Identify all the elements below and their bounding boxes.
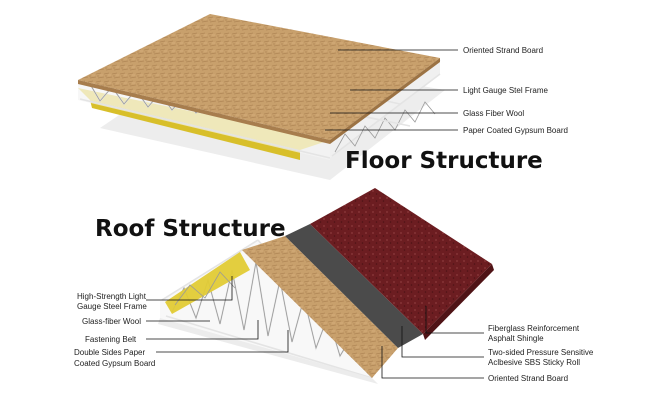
roof-leaders: [146, 276, 484, 379]
roof-structure-title: Roof Structure: [95, 216, 286, 242]
floor-leaders: [325, 49, 458, 131]
label-osb-roof: Oriented Strand Board: [488, 374, 568, 383]
roof-panel: [158, 188, 494, 384]
label-paper-coated-gypsum-board: Paper Coated Gypsum Board: [463, 126, 568, 135]
label-double-sides-paper-2: Coated Gypsum Board: [74, 359, 155, 368]
roof-shingle-layer: [310, 188, 492, 334]
floor-labels: Oriented Strand Board Light Gauge Stel F…: [463, 46, 568, 135]
label-light-gauge-steel-frame: Light Gauge Stel Frame: [463, 86, 548, 95]
label-fastening-belt: Fastening Belt: [85, 335, 137, 344]
label-sbs-roll-2: Aclbesive SBS Sticky Roll: [488, 358, 580, 367]
roof-gypsum-layer: [158, 318, 378, 384]
floor-osb-top: [78, 14, 440, 140]
roof-wool-layer: [165, 252, 250, 314]
roof-membrane-layer: [285, 224, 423, 348]
label-glass-fiber-wool: Glass Fiber Wool: [463, 109, 524, 118]
label-high-strength-frame-1: High-Strength Light: [77, 292, 147, 301]
label-oriented-strand-board: Oriented Strand Board: [463, 46, 543, 55]
label-glass-fiber-wool-roof: Glass-fiber Wool: [82, 317, 141, 326]
label-asphalt-shingle-1: Fiberglass Reinforcement: [488, 324, 580, 333]
label-high-strength-frame-2: Gauge Steel Frame: [77, 302, 147, 311]
roof-osb-layer: [242, 236, 398, 378]
floor-panel: [78, 14, 445, 180]
label-double-sides-paper-1: Double Sides Paper: [74, 348, 145, 357]
floor-structure-title: Floor Structure: [345, 148, 543, 174]
label-sbs-roll-1: Two-sided Pressure Sensitive: [488, 348, 594, 357]
roof-left-labels: High-Strength Light Gauge Steel Frame Gl…: [74, 292, 155, 368]
roof-right-labels: Fiberglass Reinforcement Asphalt Shingle…: [488, 324, 594, 383]
label-asphalt-shingle-2: Asphalt Shingle: [488, 334, 544, 343]
